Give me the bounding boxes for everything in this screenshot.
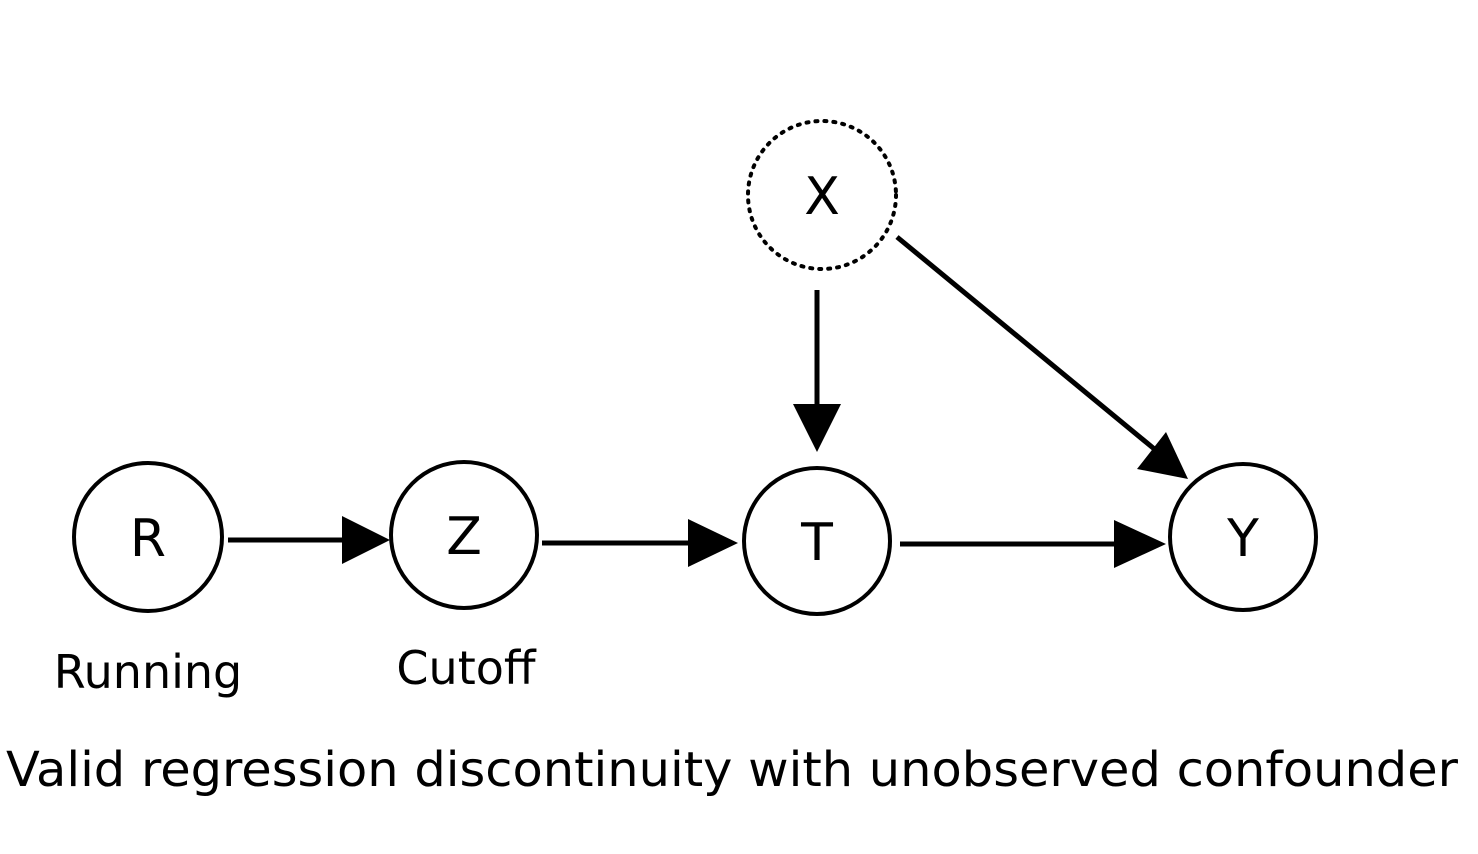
edges [228,235,1188,568]
edge-t-to-y [900,520,1166,568]
node-y-label: Y [1226,509,1259,569]
edge-x-to-t [793,290,841,452]
node-x-label: X [804,167,840,227]
node-x: X [746,119,898,271]
node-r: R [72,461,224,613]
arrowhead-r-to-z [342,516,390,564]
node-y: Y [1168,462,1318,612]
node-z: Z [389,460,539,610]
edge-z-to-t [542,519,738,567]
node-t-label: T [800,513,833,573]
caption-running: Running [54,645,243,699]
arrowhead-x-to-y [1137,432,1188,479]
edge-x-to-y [895,235,1188,479]
node-z-label: Z [446,507,482,567]
node-t: T [742,466,892,616]
edge-r-to-z [228,516,390,564]
arrowhead-z-to-t [688,519,738,567]
arrowhead-t-to-y [1114,520,1166,568]
arrowhead-x-to-t [793,404,841,452]
diagram-title: Valid regression discontinuity with unob… [6,742,1458,798]
node-r-label: R [130,509,166,569]
caption-cutoff: Cutoff [396,641,536,695]
